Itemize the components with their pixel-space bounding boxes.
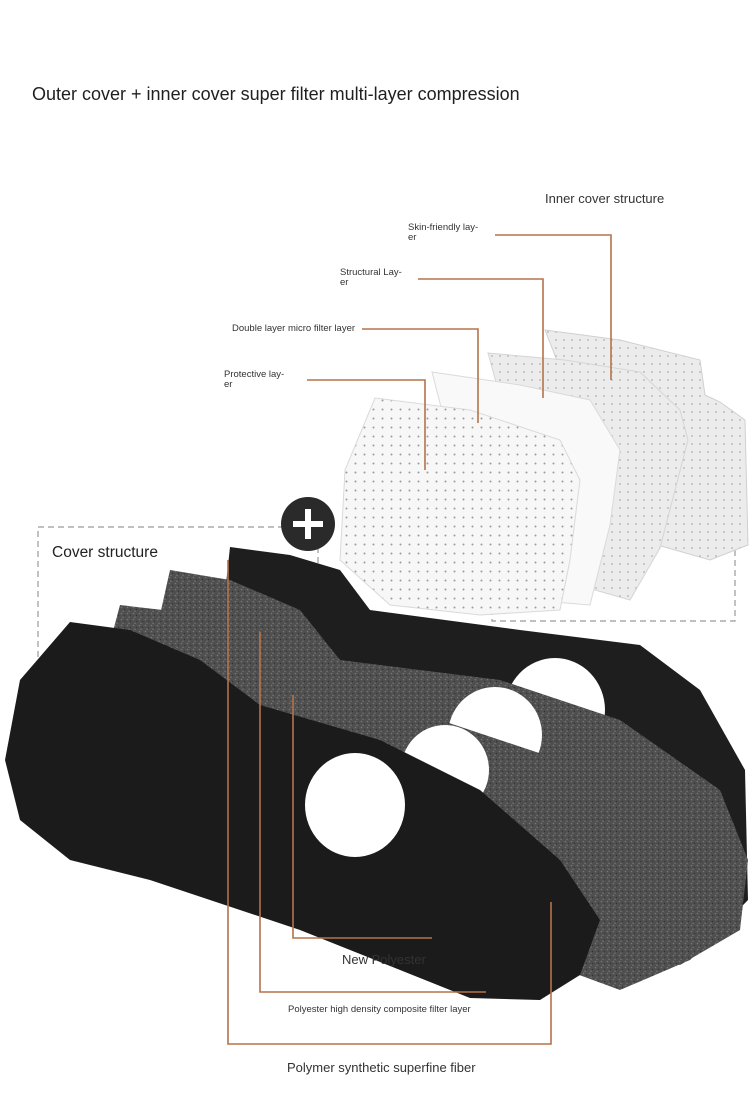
inner-cover-title: Inner cover structure: [545, 191, 664, 206]
skin-friendly-label: Skin-friendly lay-er: [408, 223, 478, 243]
ear-hole-front: [305, 753, 405, 857]
filter-layer-label: Polyester high density composite filter …: [288, 1005, 471, 1015]
cover-structure-title: Cover structure: [52, 544, 158, 562]
new-polyester-label: New Polyester: [342, 952, 426, 967]
structural-label: Structural Lay-er: [340, 268, 402, 288]
superfine-fiber-label: Polymer synthetic superfine fiber: [287, 1060, 476, 1075]
double-filter-label: Double layer micro filter layer: [232, 324, 355, 334]
plus-icon: [281, 497, 335, 551]
protective-label: Protective lay-er: [224, 370, 284, 390]
